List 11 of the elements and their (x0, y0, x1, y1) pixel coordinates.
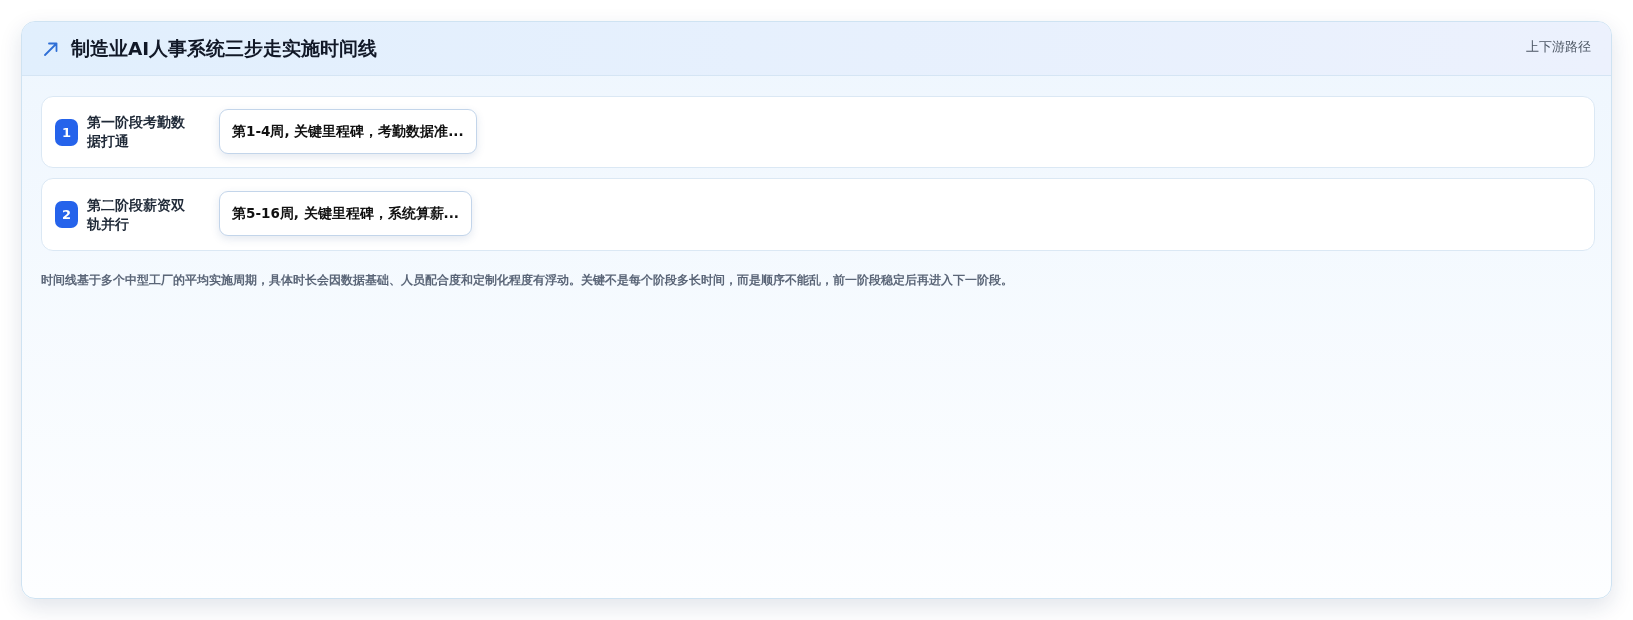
nav-link: 上下游路径 (1526, 38, 1591, 56)
card-title: 制造业AI人事系统三步走实施时间线 (71, 37, 378, 61)
step-number: 1 (55, 119, 78, 146)
phase-title: 第一阶段考勤数据打通 (87, 113, 186, 151)
milestone-card: 第1-4周, 关键里程碑，考勤数据准... (219, 109, 477, 154)
step-number: 2 (55, 201, 78, 228)
phase-row (41, 178, 1595, 251)
milestone-card: 第5-16周, 关键里程碑，系统算薪... (219, 191, 472, 236)
phase-row (41, 96, 1595, 168)
phase-title: 第二阶段薪资双轨并行 (87, 196, 186, 234)
footnote: 时间线基于多个中型工厂的平均实施周期，具体时长会因数据基础、人员配合度和定制化程度有浮动。关键不是每个阶段多长时间，而是顺序不能乱，前一阶段稳定后再进入下一阶段。 (41, 272, 1013, 289)
